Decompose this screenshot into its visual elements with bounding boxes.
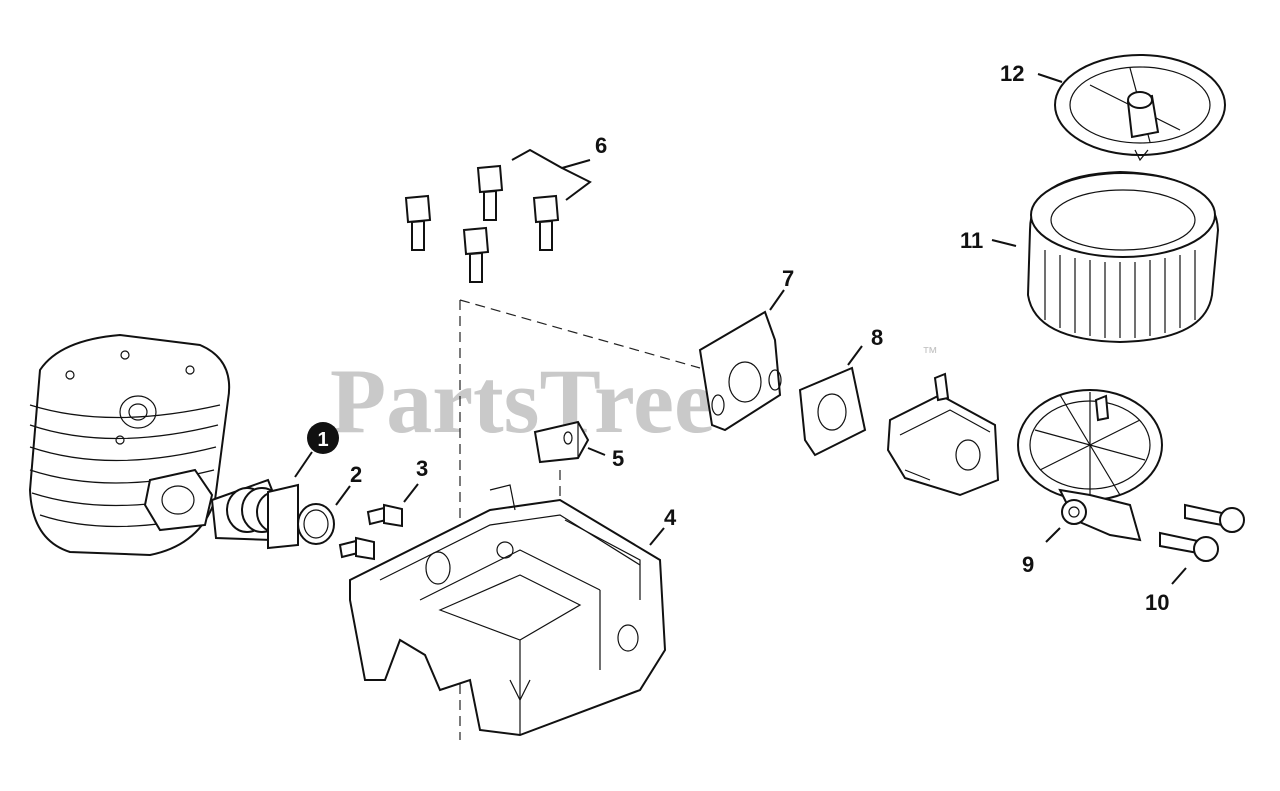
gasket-plate-part[interactable] (698, 310, 782, 432)
frame-part[interactable] (349, 484, 667, 737)
leader-line-6 (511, 148, 592, 201)
callout-1-badge (307, 422, 339, 454)
leader-line-9 (1045, 527, 1061, 543)
callout-3-label[interactable]: 3 (416, 456, 428, 481)
callout-4-label[interactable]: 4 (664, 505, 677, 530)
screws-part-6[interactable] (404, 164, 560, 283)
callout-1-label: 1 (317, 429, 328, 451)
screws-part-3[interactable] (338, 503, 403, 561)
leader-line-4 (649, 527, 665, 546)
insulator-part[interactable] (798, 366, 867, 457)
carburetor-part[interactable] (886, 372, 1000, 497)
ring-part[interactable] (297, 503, 335, 545)
watermark: PartsTree (330, 350, 715, 452)
callout-2-label[interactable]: 2 (350, 462, 362, 487)
callout-9-label[interactable]: 9 (1022, 552, 1034, 577)
leader-line-5 (587, 447, 606, 456)
filter-base-part[interactable] (1017, 389, 1163, 542)
callout-5-label[interactable]: 5 (612, 446, 624, 471)
bolts-part-10[interactable] (1159, 503, 1245, 562)
leader-line-1 (294, 451, 313, 478)
cylinder-part[interactable] (28, 333, 231, 557)
leader-line-10 (1171, 567, 1187, 585)
filter-cover-part[interactable] (1054, 54, 1226, 162)
leader-line-7 (769, 289, 785, 311)
watermark-trademark: ™ (922, 345, 938, 362)
leader-line-12 (1037, 73, 1063, 83)
callout-11-label[interactable]: 11 (960, 228, 983, 253)
filter-element-part[interactable] (1026, 170, 1220, 344)
callout-1[interactable]: 1 (307, 422, 339, 454)
block-part-5[interactable] (533, 420, 590, 464)
callout-10-label[interactable]: 10 (1145, 590, 1169, 615)
callout-12-label[interactable]: 12 (1000, 61, 1024, 86)
leader-line-2 (335, 485, 351, 506)
callout-8-label[interactable]: 8 (871, 325, 883, 350)
callout-7-label[interactable]: 7 (782, 266, 794, 291)
leader-line-11 (991, 239, 1017, 247)
leader-line-8 (847, 345, 863, 366)
leader-line-3 (403, 483, 419, 503)
intake-boot-part[interactable] (210, 478, 299, 550)
callout-6-label[interactable]: 6 (595, 133, 607, 158)
assembly-guide-lines (459, 299, 701, 740)
